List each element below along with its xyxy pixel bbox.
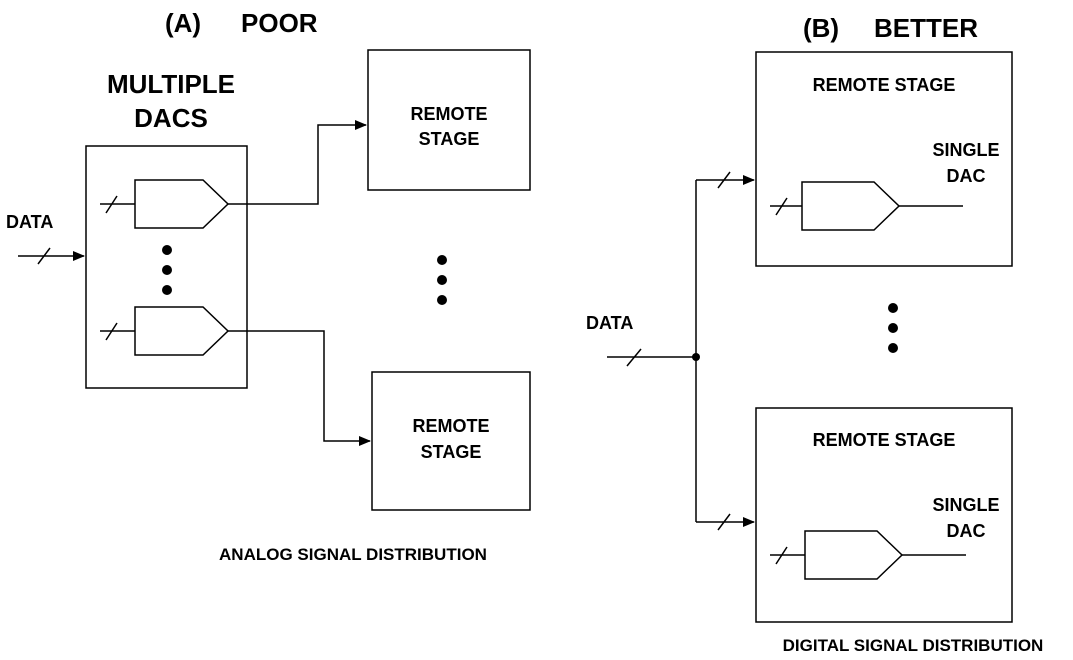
remote-stage-label: STAGE: [421, 442, 482, 462]
remote-stage-box: [755, 407, 1013, 623]
remote-stage-box: [367, 49, 531, 191]
panel-b-title-letter: (B): [803, 13, 839, 43]
remote-stage-box: [371, 371, 531, 511]
analog-wire-top: [228, 120, 367, 205]
panel-a-caption: ANALOG SIGNAL DISTRIBUTION: [219, 545, 487, 564]
analog-wire-bottom: [228, 330, 371, 446]
dac-symbol: [100, 179, 230, 229]
remote-stage-label: STAGE: [419, 129, 480, 149]
multiple-dacs-box: [85, 145, 248, 389]
panel-a: (A) POOR MULTIPLE DACS DATA: [6, 8, 531, 564]
ellipsis-dots: [162, 245, 172, 295]
single-dac-label: DAC: [947, 166, 986, 186]
remote-stage-label: REMOTE: [410, 104, 487, 124]
ellipsis-dots: [437, 255, 447, 305]
remote-stage-title: REMOTE STAGE: [813, 75, 956, 95]
bus-slash: [626, 348, 642, 367]
bus-slash: [717, 171, 731, 189]
dac-symbol: [770, 181, 963, 231]
ellipsis-dots: [888, 303, 898, 353]
panel-a-title-word: POOR: [241, 8, 318, 38]
remote-stage-title: REMOTE STAGE: [813, 430, 956, 450]
panel-a-title-letter: (A): [165, 8, 201, 38]
panel-b-title-word: BETTER: [874, 13, 978, 43]
panel-b-data-label: DATA: [586, 313, 633, 333]
bus-slash: [717, 513, 731, 531]
multiple-dacs-label-line2: DACS: [134, 103, 208, 133]
panel-b: (B) BETTER DATA REMOTE STAGE SINGLE DAC: [586, 13, 1043, 655]
bus-slash: [37, 247, 51, 265]
remote-stage-box: [755, 51, 1013, 267]
single-dac-label: DAC: [947, 521, 986, 541]
panel-a-data-label: DATA: [6, 212, 53, 232]
remote-stage-label: REMOTE: [412, 416, 489, 436]
panel-b-caption: DIGITAL SIGNAL DISTRIBUTION: [783, 636, 1044, 655]
dac-symbol: [100, 306, 230, 356]
single-dac-label: SINGLE: [932, 140, 999, 160]
multiple-dacs-label-line1: MULTIPLE: [107, 69, 235, 99]
dac-symbol: [770, 530, 966, 580]
single-dac-label: SINGLE: [932, 495, 999, 515]
